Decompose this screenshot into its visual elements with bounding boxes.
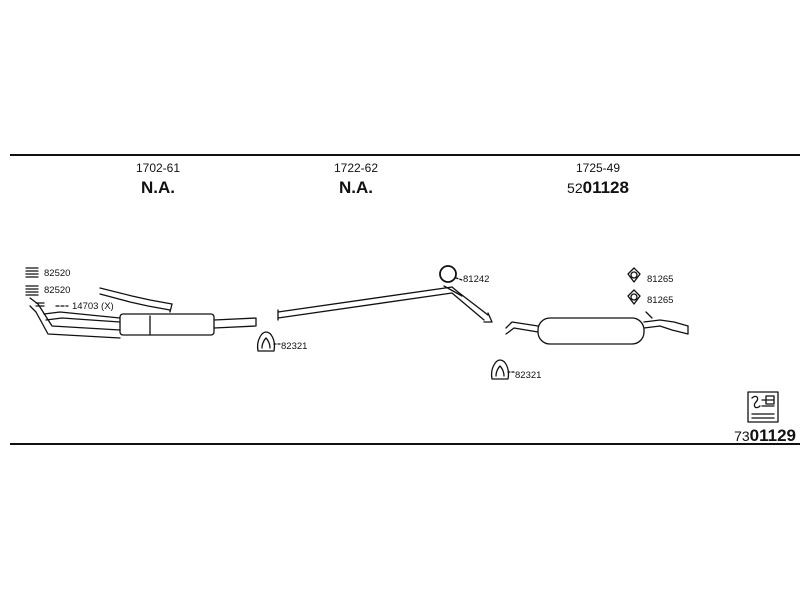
gasket-stack-icon [25, 267, 39, 278]
clamp-icon [256, 331, 281, 352]
reference-prefix: 73 [734, 428, 750, 444]
part-prefix: 52 [567, 180, 583, 196]
section-rear: 1725-49 5201128 [518, 161, 678, 198]
intermediate-pipe [277, 285, 493, 323]
section-value: N.A. [339, 178, 373, 197]
rear-silencer [505, 311, 689, 345]
part-label: 82520 [44, 285, 71, 296]
top-divider [10, 154, 800, 156]
flange-gasket-icon [627, 267, 641, 283]
document-icon [747, 391, 779, 423]
part-label: 81242 [463, 274, 490, 285]
section-code: 1725-49 [575, 161, 621, 175]
ring-icon [439, 265, 463, 283]
section-value: 5201128 [518, 178, 678, 198]
flange-gasket-icon [627, 289, 641, 305]
part-label: 82520 [44, 268, 71, 279]
part-label: 82321 [281, 341, 308, 352]
gasket-icon [35, 302, 69, 307]
section-front: 1702-61 N.A. [78, 161, 238, 198]
reference-main: 01129 [749, 426, 796, 445]
part-label: 14703 (X) [72, 301, 114, 312]
part-label: 81265 [647, 274, 674, 285]
front-pipe-assembly [29, 287, 257, 339]
section-middle: 1722-62 N.A. [276, 161, 436, 198]
section-code: 1702-61 [135, 161, 181, 175]
part-label: 82321 [515, 370, 542, 381]
section-code: 1722-62 [333, 161, 379, 175]
section-value: N.A. [141, 178, 175, 197]
reference-number: 7301129 [734, 426, 796, 446]
bottom-divider [10, 443, 800, 445]
part-label: 81265 [647, 295, 674, 306]
part-number: 01128 [582, 178, 629, 197]
gasket-stack-icon [25, 285, 39, 296]
clamp-icon [490, 359, 515, 380]
